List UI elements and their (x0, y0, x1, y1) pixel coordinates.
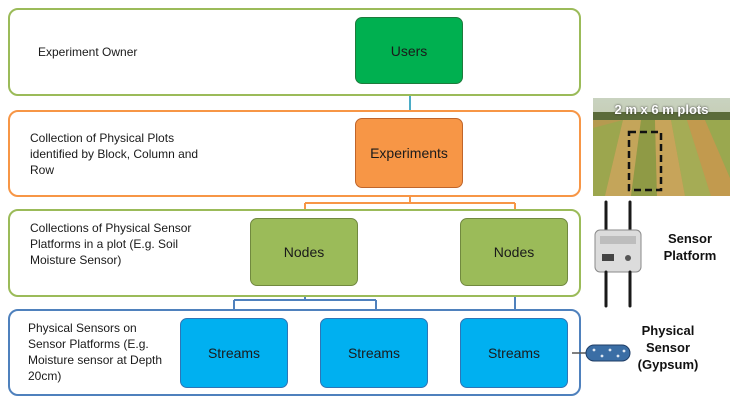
sensor-platform-label: Sensor Platform (652, 230, 728, 264)
layer-physical-plots (8, 110, 581, 197)
sensor-platform-device (594, 200, 642, 308)
nodes-box[interactable]: Nodes (250, 218, 358, 286)
streams-box[interactable]: Streams (320, 318, 428, 388)
experiments-box[interactable]: Experiments (355, 118, 463, 188)
physical-sensor-label-line3: (Gypsum) (637, 357, 699, 372)
physical-sensor-label-line2: Sensor (645, 340, 691, 355)
streams-box[interactable]: Streams (460, 318, 568, 388)
sensor-platform-label-line1: Sensor (667, 231, 713, 246)
nodes-box[interactable]: Nodes (460, 218, 568, 286)
physical-sensor-label-line1: Physical (641, 323, 695, 338)
sensor-platform-label-line2: Platform (663, 248, 717, 263)
streams-box[interactable]: Streams (180, 318, 288, 388)
users-box[interactable]: Users (355, 17, 463, 84)
layer-label-experiment-owner: Experiment Owner (38, 45, 138, 59)
field-plots-photo: 2 m x 6 m plots (593, 98, 730, 196)
plot-outline (627, 130, 663, 192)
field-plots-illustration (593, 98, 730, 196)
layer-label-physical-plots: Collection of Physical Plots identified … (30, 131, 199, 177)
layer-label-physical-sensors: Physical Sensors on Sensor Platforms (E.… (28, 321, 163, 383)
photo-caption: 2 m x 6 m plots (614, 102, 709, 117)
gypsum-sensor-icon (572, 344, 631, 362)
layer-label-sensor-platforms: Collections of Physical Sensor Platforms… (30, 221, 192, 267)
layer-experiment-owner (8, 8, 581, 96)
physical-sensor-label: Physical Sensor (Gypsum) (632, 322, 704, 373)
